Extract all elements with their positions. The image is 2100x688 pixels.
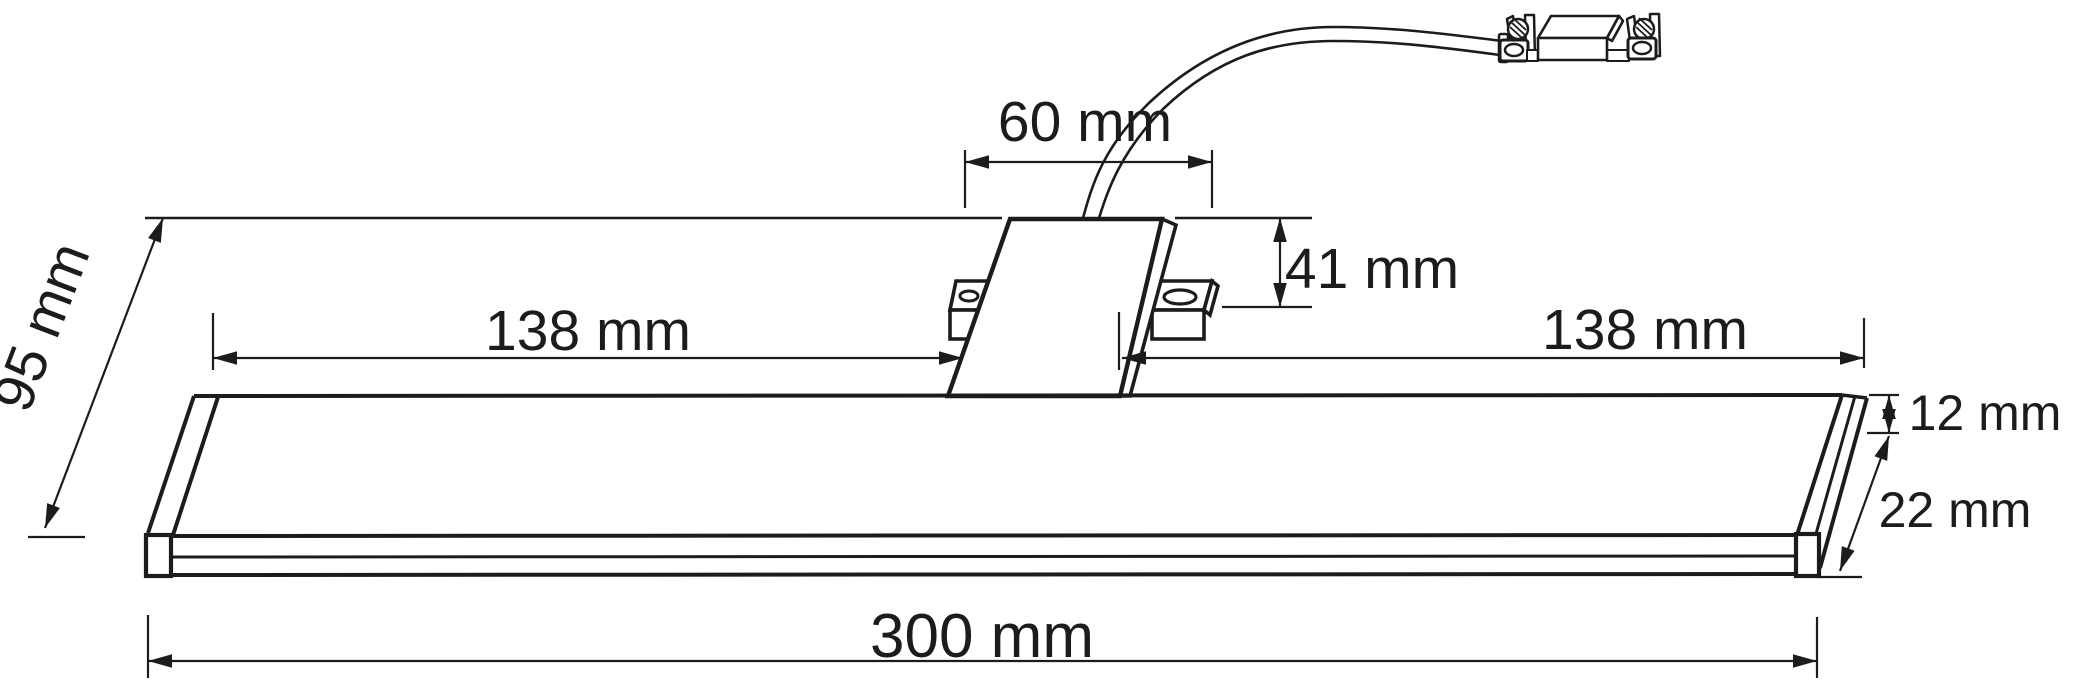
right-end-foot — [1793, 531, 1822, 579]
dim-label-41mm: 41 mm — [1285, 237, 1459, 301]
dim-138mm-left: 138 mm — [211, 299, 963, 370]
dim-label-12mm: 12 mm — [1909, 385, 2062, 441]
dim-41mm: 41 mm — [1222, 218, 1459, 309]
dim-12mm: 12 mm — [1867, 385, 2061, 441]
mounting-tab-right — [1149, 277, 1221, 341]
bar-groove-line — [171, 554, 1797, 559]
dim-label-138mm-left: 138 mm — [485, 299, 691, 363]
dim-label-95mm: 95 mm — [0, 234, 103, 420]
left-end-foot — [143, 532, 174, 579]
dim-60mm: 60 mm — [963, 90, 1214, 208]
bar-front-top-edge — [170, 533, 1798, 538]
bar-top-edge — [193, 393, 1843, 398]
dim-label-300mm: 300 mm — [870, 602, 1094, 671]
bar-front-bottom-edge — [170, 572, 1799, 577]
dim-300mm: 300 mm — [146, 602, 1819, 678]
dim-label-60mm: 60 mm — [998, 90, 1172, 154]
mounting-bracket — [944, 216, 1179, 399]
dim-22mm: 22 mm — [1818, 435, 2032, 579]
dim-138mm-right: 138 mm — [1117, 298, 1866, 370]
light-bar — [143, 393, 1869, 579]
screw-hole-right — [1162, 288, 1198, 306]
right-end-cap — [1793, 393, 1869, 579]
left-end-cap — [143, 395, 220, 579]
connector-clip-right — [1625, 12, 1662, 61]
connector-clip-left — [1497, 13, 1537, 64]
cable-connector — [1497, 12, 1662, 64]
screw-hole-left — [958, 289, 980, 303]
dim-label-138mm-right: 138 mm — [1542, 298, 1748, 362]
connector-body — [1526, 14, 1630, 62]
dim-95mm: 95 mm — [0, 217, 165, 539]
dim-label-22mm: 22 mm — [1879, 482, 2032, 538]
